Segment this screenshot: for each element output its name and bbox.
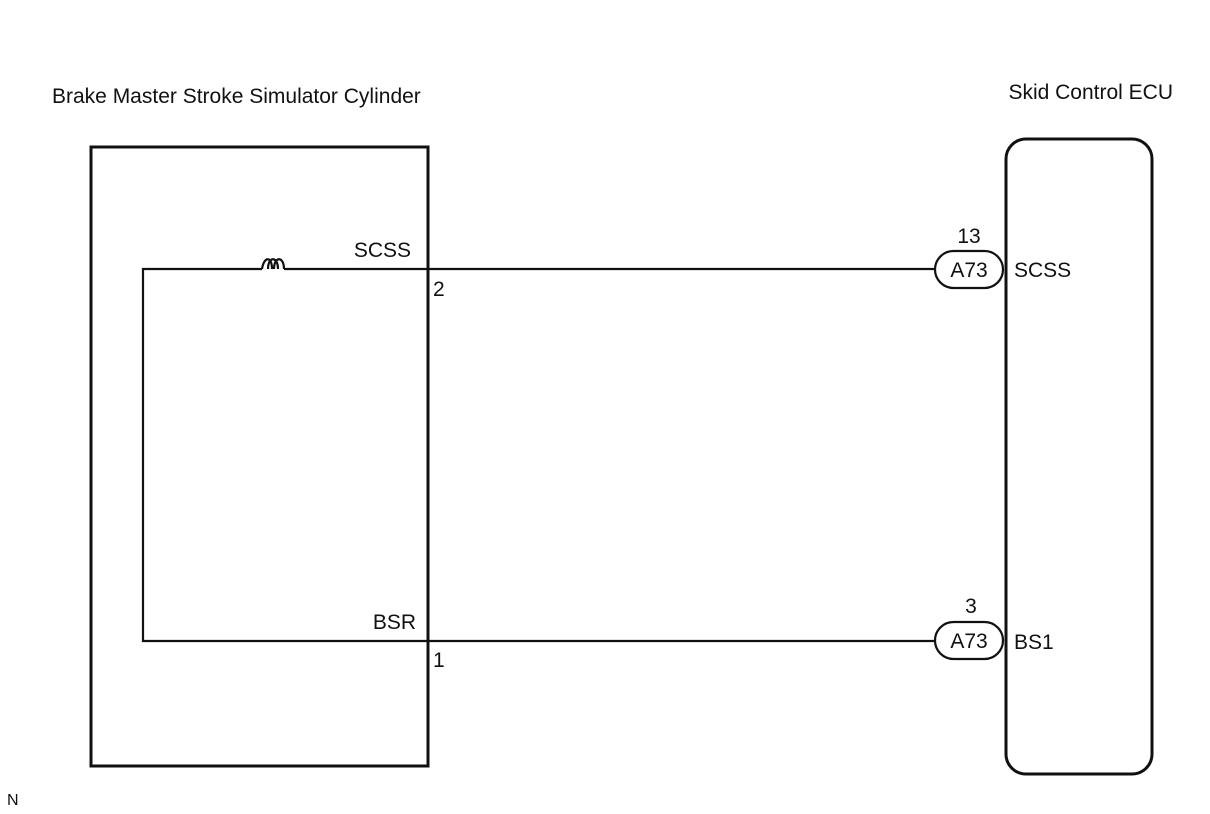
- left-terminal-name-bsr: BSR: [373, 611, 416, 634]
- connector-label: A73: [950, 259, 987, 282]
- connector-shape: [933, 249, 1005, 290]
- ecu-terminal-name-scss: SCSS: [1014, 259, 1071, 282]
- right-component-title: Skid Control ECU: [1008, 81, 1173, 104]
- left-component-title: Brake Master Stroke Simulator Cylinder: [52, 85, 421, 108]
- left-terminal-name-scss: SCSS: [354, 239, 411, 262]
- connector-pin-number-13: 13: [957, 225, 980, 248]
- ecu-terminal-name-bs1: BS1: [1014, 631, 1054, 654]
- simulator-cylinder-box: [89, 145, 430, 768]
- left-pin-bsr: 1: [433, 649, 445, 672]
- internal-wire-loop: [141, 267, 428, 643]
- connector-a73-pin13: A73: [933, 249, 1005, 290]
- figure-code: N: [7, 792, 19, 809]
- coil-icon: [260, 258, 286, 270]
- connector-label: A73: [950, 630, 987, 653]
- connector-a73-pin3: A73: [933, 620, 1005, 661]
- skid-control-ecu-box: [1004, 137, 1154, 776]
- left-pin-scss: 2: [433, 278, 445, 301]
- connector-shape: [933, 620, 1005, 661]
- connector-pin-number-3: 3: [965, 595, 977, 618]
